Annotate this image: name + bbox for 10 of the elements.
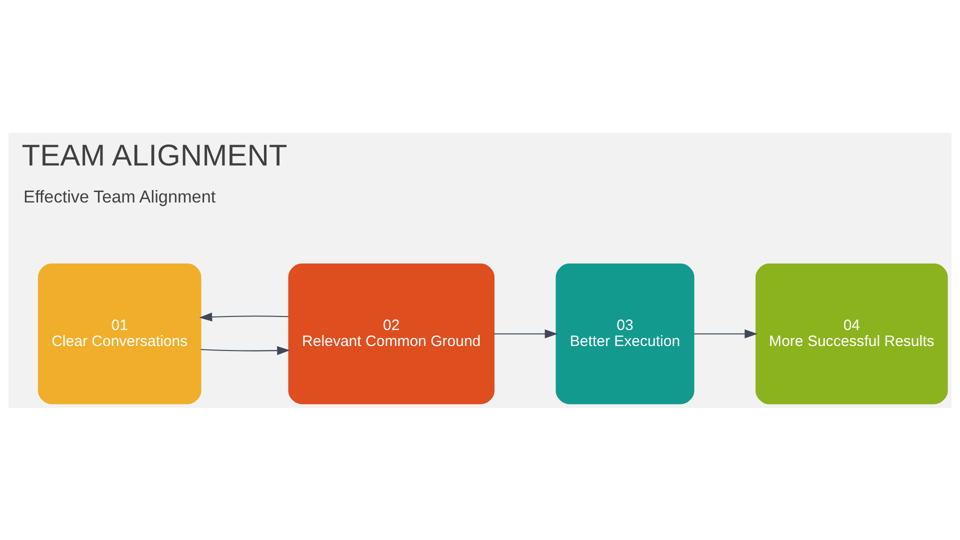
- node-box: 02 Relevant Common Ground: [288, 263, 494, 404]
- arrow: [494, 328, 558, 338]
- node-box: 04 More Successful Results: [756, 263, 948, 404]
- arrow: [199, 312, 288, 321]
- label: Effective Team Alignment: [24, 186, 216, 206]
- arrow: [200, 346, 290, 355]
- node-box: 03 Better Execution: [556, 263, 694, 404]
- diagram-title: TEAM ALIGNMENT: [22, 139, 288, 172]
- arrow: [694, 328, 758, 338]
- node-box: 01 Clear Conversations: [38, 263, 202, 404]
